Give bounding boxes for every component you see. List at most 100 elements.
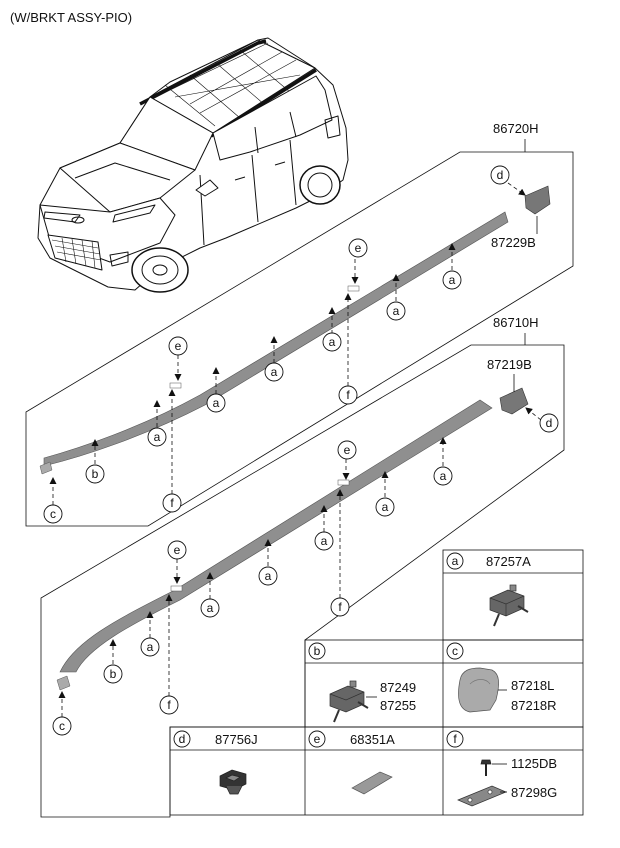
callout-a-lower: a	[140, 637, 160, 657]
upper-end-cap-front	[39, 461, 53, 475]
callout-a-upper: a	[386, 301, 406, 321]
header-note: (W/BRKT ASSY-PIO)	[10, 10, 132, 25]
legend-table	[169, 549, 584, 816]
svg-text:a: a	[449, 273, 456, 287]
legend-b-part-1: 87249	[380, 680, 416, 695]
svg-text:a: a	[154, 430, 161, 444]
callout-a-upper: a	[442, 270, 462, 290]
callout-f-lower: f	[159, 695, 179, 715]
legend-c-part-1: 87218L	[511, 678, 554, 693]
svg-text:a: a	[452, 554, 459, 568]
callout-e-lower: e	[337, 440, 357, 460]
svg-text:f: f	[453, 732, 457, 746]
svg-text:a: a	[213, 396, 220, 410]
svg-text:e: e	[174, 543, 181, 557]
upper-assembly: 86720H 87229B	[25, 121, 574, 527]
upper-end-cap-number: 87229B	[491, 235, 536, 250]
callout-a-upper: a	[147, 427, 167, 447]
svg-text:e: e	[344, 443, 351, 457]
end-cap-87218-illustration	[458, 667, 507, 713]
upper-end-cap-rear	[524, 185, 551, 215]
upper-rail-insert-front	[169, 382, 182, 389]
callout-f-upper: f	[162, 493, 182, 513]
callout-c-lower: c	[52, 716, 72, 736]
svg-text:c: c	[50, 507, 56, 521]
callout-e-upper: e	[168, 336, 188, 356]
svg-text:d: d	[179, 732, 186, 746]
clip-87249-illustration	[329, 680, 377, 723]
clip-87257a-illustration	[489, 584, 529, 627]
svg-text:a: a	[207, 601, 214, 615]
svg-text:b: b	[110, 667, 117, 681]
callout-e-lower: e	[167, 540, 187, 560]
callout-f-lower: f	[330, 597, 350, 617]
callout-a-upper: a	[206, 393, 226, 413]
upper-assembly-frame	[25, 151, 574, 527]
callout-leaders	[49, 182, 542, 717]
callout-a-upper: a	[264, 362, 284, 382]
legend-letter-e: e	[308, 730, 326, 748]
svg-text:f: f	[346, 388, 350, 402]
svg-text:e: e	[355, 241, 362, 255]
svg-text:f: f	[170, 496, 174, 510]
callout-d-upper: d	[490, 165, 510, 185]
car-illustration	[37, 37, 349, 293]
svg-text:a: a	[382, 500, 389, 514]
legend-headers: a b c d e f	[173, 552, 464, 748]
legend-c-part-2: 87218R	[511, 698, 557, 713]
callout-a-lower: a	[314, 531, 334, 551]
callout-a-lower: a	[375, 497, 395, 517]
legend-letter-f: f	[446, 730, 464, 748]
svg-text:b: b	[92, 467, 99, 481]
legend-letter-a: a	[446, 552, 464, 570]
legend-f-part-1: 1125DB	[511, 756, 557, 771]
plate-87298g-illustration	[457, 785, 507, 807]
lower-end-cap-number: 87219B	[487, 357, 532, 372]
callout-e-upper: e	[348, 238, 368, 258]
svg-text:a: a	[393, 304, 400, 318]
callout-a-lower: a	[200, 598, 220, 618]
legend-letter-b: b	[308, 642, 326, 660]
svg-text:e: e	[175, 339, 182, 353]
pad-68351a-illustration	[351, 771, 393, 795]
svg-text:d: d	[546, 416, 553, 430]
callout-a-upper: a	[322, 332, 342, 352]
callout-b-lower: b	[103, 664, 123, 684]
legend-a-part: 87257A	[486, 554, 531, 569]
lower-end-cap-rear	[499, 387, 529, 415]
svg-text:e: e	[314, 732, 321, 746]
svg-text:f: f	[167, 698, 171, 712]
callout-f-upper: f	[338, 385, 358, 405]
callout-b-upper: b	[85, 464, 105, 484]
svg-text:a: a	[265, 569, 272, 583]
legend-letter-d: d	[173, 730, 191, 748]
svg-text:a: a	[440, 469, 447, 483]
lower-roof-rail	[59, 399, 493, 673]
svg-text:c: c	[452, 644, 458, 658]
legend-b-part-2: 87255	[380, 698, 416, 713]
upper-rail-insert-rear	[347, 285, 360, 292]
nut-87756j-illustration	[219, 769, 247, 795]
lower-assembly-frame	[40, 344, 565, 818]
upper-assembly-number: 86720H	[493, 121, 539, 136]
callout-c-upper: c	[43, 504, 63, 524]
callouts: d e a a a f e a a a b f c d e a a a e a …	[43, 165, 559, 736]
svg-text:d: d	[497, 168, 504, 182]
svg-text:a: a	[147, 640, 154, 654]
svg-text:f: f	[338, 600, 342, 614]
svg-text:a: a	[329, 335, 336, 349]
lower-assembly-number: 86710H	[493, 315, 539, 330]
callout-a-lower: a	[258, 566, 278, 586]
legend-f-part-2: 87298G	[511, 785, 557, 800]
callout-a-lower: a	[433, 466, 453, 486]
lower-rail-insert-front	[170, 585, 183, 592]
upper-roof-rail	[43, 211, 509, 467]
svg-text:a: a	[271, 365, 278, 379]
legend-d-part: 87756J	[215, 732, 258, 747]
callout-d-lower: d	[539, 413, 559, 433]
svg-text:a: a	[321, 534, 328, 548]
legend-e-part: 68351A	[350, 732, 395, 747]
svg-text:c: c	[59, 719, 65, 733]
lower-rail-insert-rear	[337, 479, 350, 486]
